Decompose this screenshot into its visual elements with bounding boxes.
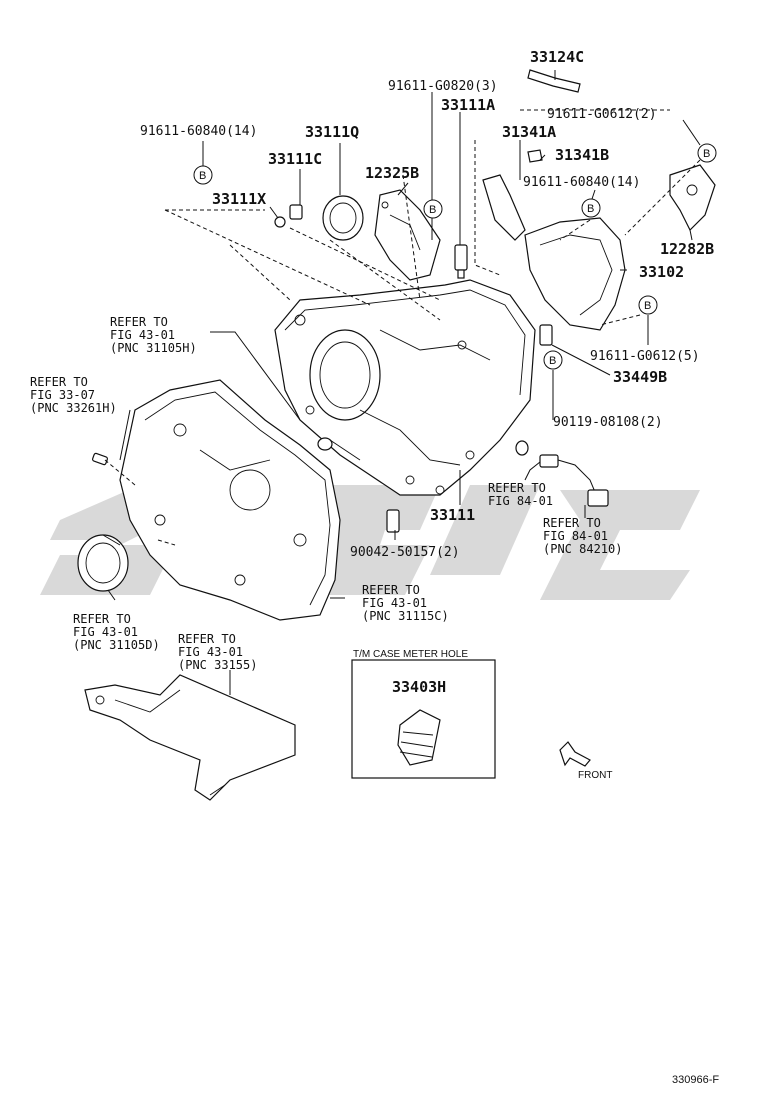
svg-text:(PNC 31105D): (PNC 31105D) bbox=[73, 638, 160, 652]
sensor-33111A bbox=[454, 244, 468, 279]
svg-text:(PNC 31105H): (PNC 31105H) bbox=[110, 341, 197, 355]
dowel-pin-left bbox=[92, 452, 108, 466]
washer-33111X bbox=[274, 216, 286, 228]
part-label-31341A: 31341A bbox=[502, 123, 556, 141]
diagram-id: 330966-F bbox=[672, 1074, 719, 1086]
part-33449B bbox=[539, 324, 553, 346]
svg-text:B: B bbox=[703, 148, 710, 160]
plate-33124C bbox=[527, 69, 581, 93]
part-label-90119-08108: 90119-08108(2) bbox=[553, 415, 663, 430]
reference-note-2: REFER TO FIG 33-07 (PNC 33261H) bbox=[30, 375, 117, 415]
part-label-33124C: 33124C bbox=[530, 48, 584, 66]
svg-text:(PNC 33155): (PNC 33155) bbox=[178, 658, 257, 672]
reference-note-3: REFER TO FIG 84-01 bbox=[488, 481, 553, 508]
svg-text:B: B bbox=[644, 300, 651, 312]
transmission-case-33111 bbox=[274, 279, 536, 496]
clutch-housing bbox=[119, 379, 341, 621]
seal-small-center bbox=[317, 437, 333, 451]
svg-text:FIG 43-01: FIG 43-01 bbox=[178, 645, 243, 659]
part-label-12325B: 12325B bbox=[365, 164, 419, 182]
part-label-91611-G0612-5: 91611-G0612(5) bbox=[590, 349, 700, 364]
part-label-91611-G0612-2: 91611-G0612(2) bbox=[547, 107, 657, 122]
callout-b-6: B bbox=[543, 350, 563, 370]
callout-b-5: B bbox=[638, 295, 658, 315]
cover-33102 bbox=[524, 217, 626, 331]
svg-text:FIG 84-01: FIG 84-01 bbox=[543, 529, 608, 543]
clip-31341B bbox=[527, 149, 543, 163]
svg-text:REFER TO: REFER TO bbox=[488, 481, 546, 495]
svg-text:FIG 43-01: FIG 43-01 bbox=[110, 328, 175, 342]
reference-note-4: REFER TO FIG 84-01 (PNC 84210) bbox=[543, 516, 622, 556]
bracket-33155 bbox=[84, 674, 296, 801]
bracket-12282B bbox=[669, 164, 716, 232]
svg-text:(PNC 31115C): (PNC 31115C) bbox=[362, 609, 449, 623]
part-label-33111: 33111 bbox=[430, 506, 475, 524]
svg-text:REFER TO: REFER TO bbox=[110, 315, 168, 329]
bolt-90119-08108 bbox=[515, 440, 529, 456]
bracket-31341A bbox=[482, 174, 526, 241]
part-label-90042-50157: 90042-50157(2) bbox=[350, 545, 460, 560]
reference-note-7: REFER TO FIG 43-01 (PNC 33155) bbox=[178, 632, 257, 672]
leader-lines bbox=[102, 70, 701, 695]
svg-text:B: B bbox=[199, 170, 206, 182]
svg-text:REFER TO: REFER TO bbox=[543, 516, 601, 530]
svg-text:REFER TO: REFER TO bbox=[362, 583, 420, 597]
svg-text:FIG 84-01: FIG 84-01 bbox=[488, 494, 553, 508]
part-label-33111C: 33111C bbox=[268, 150, 322, 168]
callout-b-4: B bbox=[581, 198, 601, 218]
svg-text:FIG 43-01: FIG 43-01 bbox=[73, 625, 138, 639]
reference-note-1: REFER TO FIG 43-01 (PNC 31105H) bbox=[110, 315, 197, 355]
callout-b-3: B bbox=[697, 143, 717, 163]
front-arrow-icon: FRONT bbox=[559, 741, 612, 781]
part-label-33102: 33102 bbox=[639, 263, 684, 281]
svg-text:(PNC 33261H): (PNC 33261H) bbox=[30, 401, 117, 415]
oil-seal-left bbox=[77, 534, 129, 592]
svg-text:FIG 43-01: FIG 43-01 bbox=[362, 596, 427, 610]
svg-text:FIG 33-07: FIG 33-07 bbox=[30, 388, 95, 402]
inset-meter-hole: T/M CASE METER HOLE 33403H bbox=[351, 649, 496, 779]
reference-note-6: REFER TO FIG 43-01 (PNC 31105D) bbox=[73, 612, 160, 652]
part-label-33111Q: 33111Q bbox=[305, 123, 359, 141]
callout-b-1: B bbox=[193, 165, 213, 185]
speed-sensor-connector bbox=[539, 454, 609, 507]
part-label-91611-60840-left: 91611-60840(14) bbox=[140, 124, 257, 139]
part-label-31341B: 31341B bbox=[555, 146, 609, 164]
svg-text:REFER TO: REFER TO bbox=[178, 632, 236, 646]
svg-text:B: B bbox=[587, 203, 594, 215]
part-label-33111X: 33111X bbox=[212, 190, 266, 208]
svg-text:B: B bbox=[549, 355, 556, 367]
part-label-33403H: 33403H bbox=[392, 678, 446, 696]
sleeve-33403H bbox=[397, 709, 441, 766]
svg-text:B: B bbox=[429, 204, 436, 216]
svg-text:(PNC 84210): (PNC 84210) bbox=[543, 542, 622, 556]
svg-text:REFER TO: REFER TO bbox=[30, 375, 88, 389]
plug-33111C bbox=[289, 204, 303, 220]
part-label-91611-G0820: 91611-G0820(3) bbox=[388, 79, 498, 94]
svg-text:REFER TO: REFER TO bbox=[73, 612, 131, 626]
plug-90042-50157 bbox=[386, 509, 400, 533]
callout-b-2: B bbox=[423, 199, 443, 219]
part-label-33111A: 33111A bbox=[441, 96, 495, 114]
reference-note-5: REFER TO FIG 43-01 (PNC 31115C) bbox=[362, 583, 449, 623]
part-label-91611-60840-right: 91611-60840(14) bbox=[523, 175, 640, 190]
inset-title: T/M CASE METER HOLE bbox=[353, 649, 468, 660]
part-label-33449B: 33449B bbox=[613, 368, 667, 386]
oil-seal-33111Q bbox=[322, 195, 364, 241]
part-label-12282B: 12282B bbox=[660, 240, 714, 258]
part-labels: 33124C 91611-G0820(3) 33111A 91611-G0612… bbox=[140, 48, 714, 560]
front-label: FRONT bbox=[578, 770, 612, 781]
